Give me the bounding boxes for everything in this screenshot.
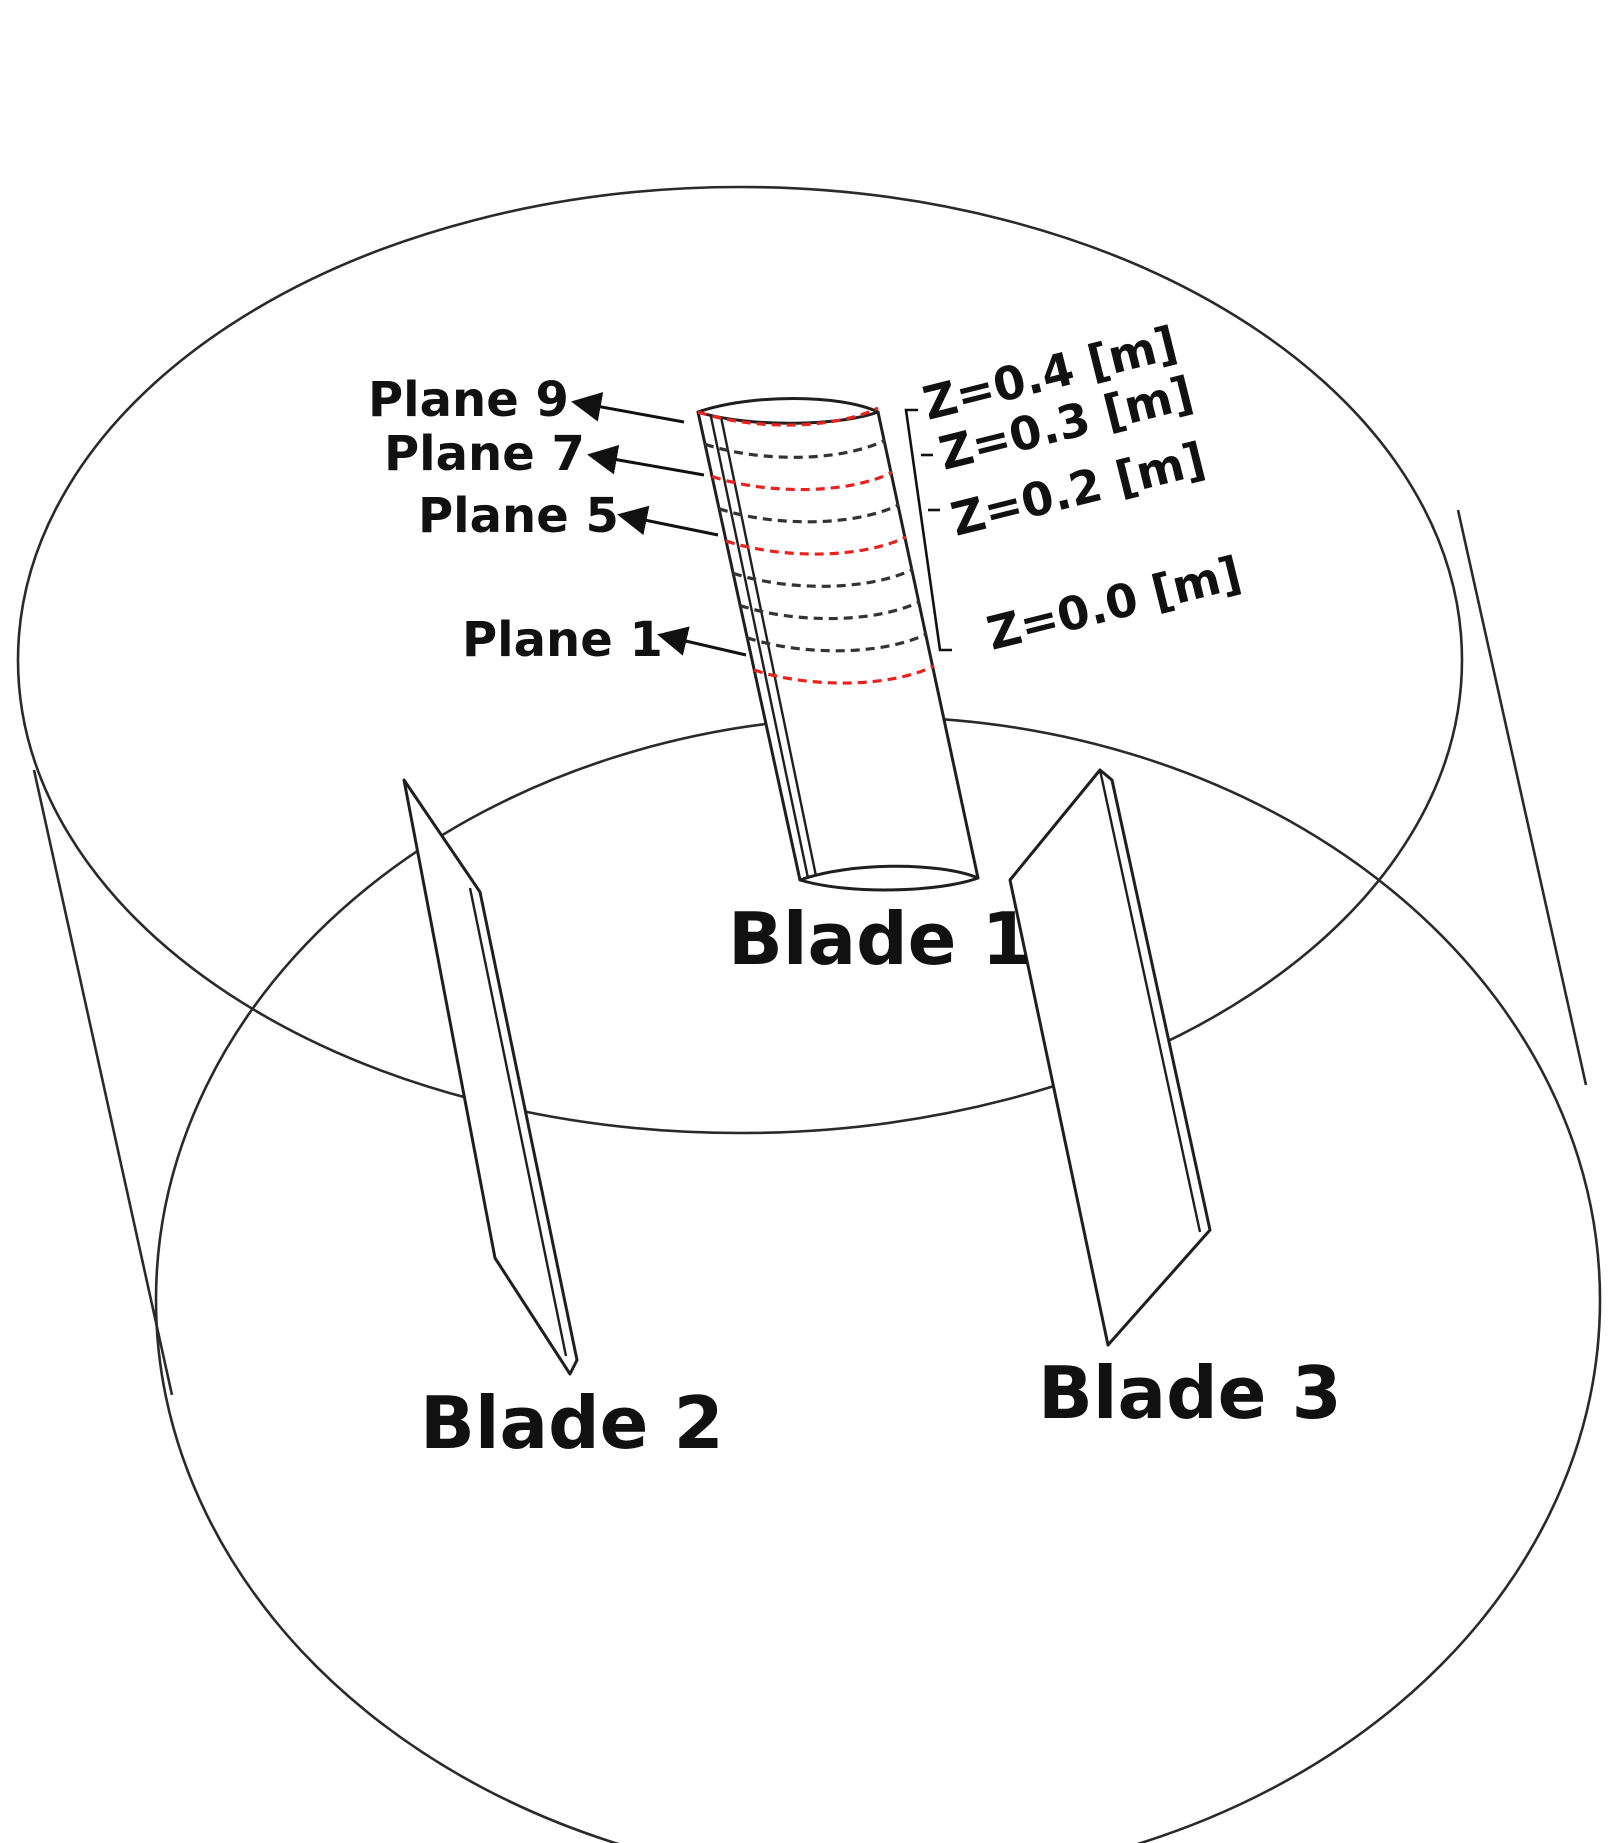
plane-slice-4 bbox=[732, 567, 914, 588]
plane-leaders bbox=[571, 392, 747, 657]
blade-2-top-chord bbox=[403, 779, 481, 893]
blade-1-top-section bbox=[696, 397, 880, 425]
cylinder-left-side bbox=[32, 769, 174, 1396]
plane-5-leader bbox=[617, 505, 719, 537]
plane-1-leader bbox=[657, 626, 747, 657]
blade-2-trailing-edge bbox=[468, 887, 568, 1357]
blade-2-shape bbox=[402, 778, 579, 1376]
blade-1-bottom-section bbox=[798, 864, 980, 892]
blade-2-label: Blade 2 bbox=[420, 1381, 724, 1465]
blade-3-top-chord bbox=[1009, 769, 1101, 881]
cylinder-top-ellipse bbox=[16, 185, 1464, 1135]
plane-slice-5 bbox=[725, 535, 907, 556]
blade-3-body bbox=[1008, 768, 1212, 1347]
blade-labels: Blade 1 Blade 2 Blade 3 bbox=[420, 897, 1342, 1465]
plane-1-label: Plane 1 bbox=[462, 612, 663, 668]
plane-slice-6 bbox=[718, 503, 900, 524]
plane-slice-9 bbox=[697, 406, 879, 427]
plane-slice-2 bbox=[746, 632, 928, 653]
plane-7-label: Plane 7 bbox=[384, 426, 585, 482]
blade-1-shape bbox=[696, 397, 980, 892]
blade-1-label: Blade 1 bbox=[728, 897, 1032, 981]
plane-7-leader bbox=[587, 444, 705, 477]
blade-1-leading-edge bbox=[708, 411, 810, 879]
blade-1-body bbox=[696, 410, 980, 882]
plane-5-label: Plane 5 bbox=[418, 488, 619, 544]
cylinder-right-side bbox=[1456, 509, 1588, 1086]
blade-3-label: Blade 3 bbox=[1038, 1351, 1342, 1435]
plane-labels: Plane 9 Plane 7 Plane 5 Plane 1 bbox=[368, 372, 663, 668]
plane-slice-8 bbox=[704, 438, 886, 459]
plane-slice-3 bbox=[739, 600, 921, 621]
height-labels: Z=0.4 [m] Z=0.3 [m] Z=0.2 [m] Z=0.0 [m] bbox=[918, 316, 1247, 661]
blade-3-bottom-chord bbox=[1107, 1229, 1211, 1346]
blade-2-bottom-chord bbox=[493, 1257, 572, 1375]
plane-9-leader bbox=[571, 392, 685, 424]
plane-slice-1 bbox=[753, 664, 935, 685]
plane-slices bbox=[697, 406, 935, 685]
blade-3-leading-edge bbox=[1098, 769, 1202, 1233]
height-label-0.0: Z=0.0 [m] bbox=[982, 546, 1247, 661]
height-bracket bbox=[904, 408, 952, 652]
plane-slice-7 bbox=[711, 471, 893, 492]
height-bracket-line bbox=[904, 408, 952, 652]
blade-3-shape bbox=[1008, 768, 1212, 1347]
plane-9-label: Plane 9 bbox=[368, 372, 569, 428]
